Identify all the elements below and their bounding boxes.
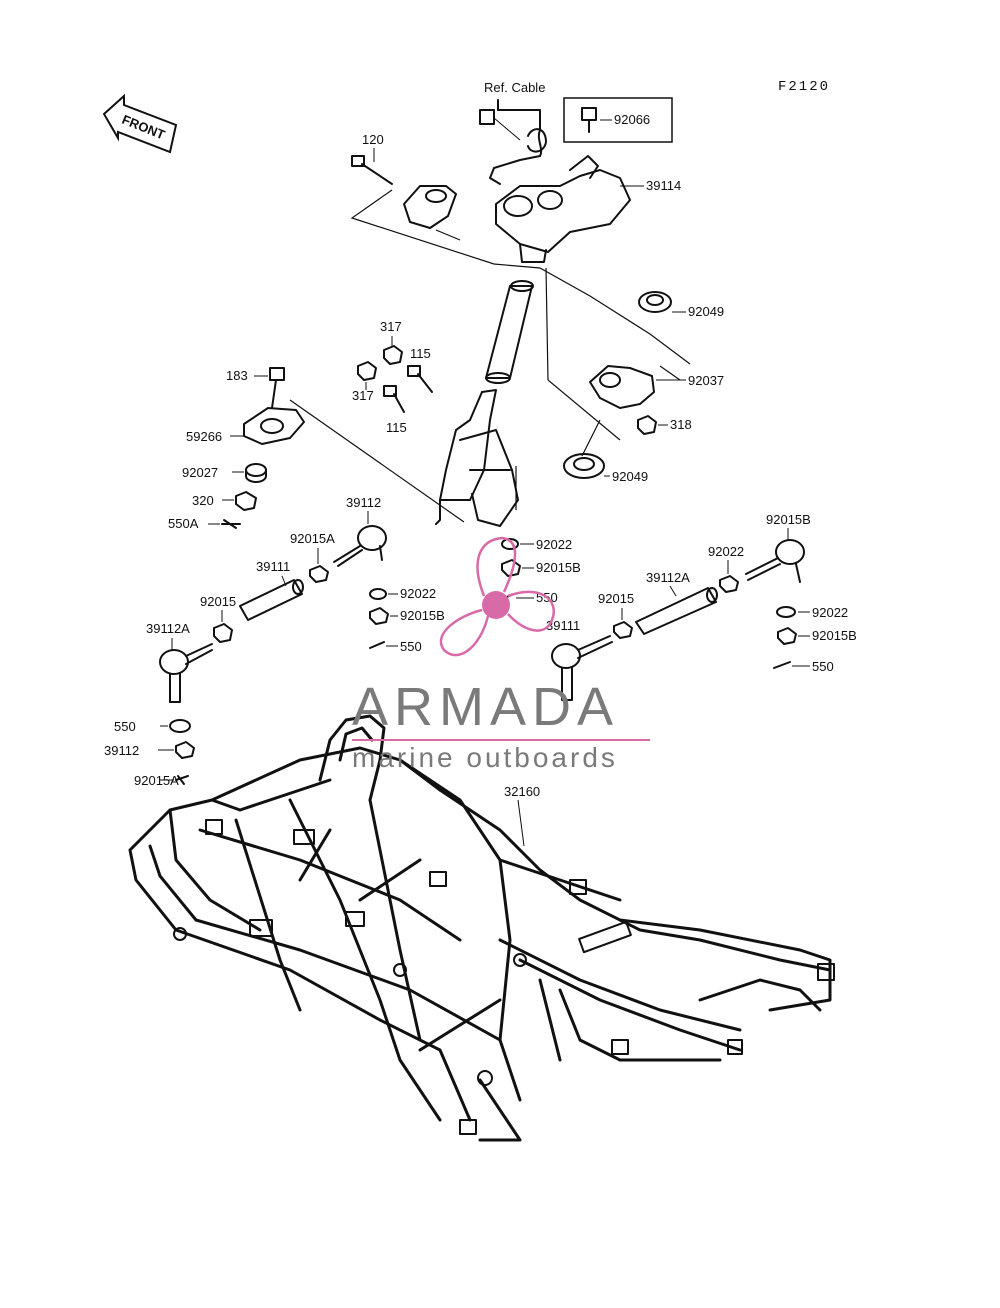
label-92027: 92027 [182,465,218,480]
watermark-subtitle: marine outboards [352,742,618,773]
label-32160: 32160 [504,784,540,799]
tie-rod-end-39112A-left [159,643,213,703]
seal-92049-lower [563,453,605,479]
washer-92027 [245,463,267,483]
nut-92015A-right [613,621,633,639]
tie-rod-end-39112-left [333,525,387,567]
bolt-120 [351,155,393,185]
nut-92015-right [719,575,739,593]
label-92015A-left: 92015A [290,531,335,546]
pin-550-left [175,775,189,785]
label-550-right: 550 [812,659,834,674]
label-92022-right: 92022 [812,605,848,620]
nut-92015B-center [501,559,521,577]
label-39111-right: 39112A [646,570,690,585]
part-92066-box [563,97,673,143]
label-92015-right: 92022 [708,544,744,559]
nut-317-upper [383,345,403,365]
label-92049-upper: 92049 [688,304,724,319]
label-92015-left: 92015 [200,594,236,609]
pin-550-midleft [369,641,385,649]
ref-cable-label: Ref. Cable [484,80,545,95]
nut-92015-left [213,623,233,643]
label-550-left: 92015A [134,773,179,788]
label-92015B-center: 92015B [536,560,581,575]
label-92037: 92037 [688,373,724,388]
label-39114: 39114 [646,178,681,193]
nut-92015B-right [777,627,797,645]
nut-318 [637,415,657,435]
label-39112A-left: 39112A [146,621,190,636]
nut-317-lower [357,361,377,381]
label-317-lower: 317 [352,388,374,403]
bolt-115-lower [383,385,405,413]
clamp-cap-upper [403,185,457,229]
logo-blade-top [476,536,517,597]
label-92049-lower: 92049 [612,469,648,484]
watermark-title: ARMADA [352,677,620,737]
label-39112-left: 39112 [346,495,381,510]
label-120: 120 [362,132,384,147]
label-92015B-left: 39112 [104,743,139,758]
label-92015A-right: 92015 [598,591,634,606]
label-92022-midleft: 92022 [400,586,436,601]
steering-shaft [435,267,549,527]
label-115-upper: 115 [410,346,431,361]
nut-92015B-midleft [369,607,389,625]
armada-logo-icon [439,536,555,657]
label-92015B-right: 92015B [812,628,857,643]
nut-320 [235,491,257,511]
tie-rod-end-39112A-right [745,539,805,583]
bracket-59266 [243,407,305,445]
logo-blade-left [439,608,490,657]
label-550A: 550A [168,516,199,531]
bolt-115-upper [407,365,433,393]
holder-92037 [589,365,655,409]
label-318: 318 [670,417,692,432]
label-320: 320 [192,493,214,508]
label-39112A-right: 92015B [766,512,811,527]
washer-92022-left [169,719,191,733]
nut-92015B-left [175,741,195,759]
label-92022-left: 550 [114,719,136,734]
washer-92022-midleft [369,588,387,600]
tie-rod-end-39112-right [551,635,613,701]
pin-550-right [773,661,791,669]
label-92066: 92066 [614,112,650,127]
pin-550A [221,519,241,529]
bolt-92066 [581,107,597,133]
front-arrow-icon: FRONT [102,93,178,154]
label-317-upper: 317 [380,319,402,334]
label-39112-right: 39111 [546,618,580,633]
nut-92015A-left [309,565,329,583]
frame-32160 [128,714,835,1142]
cable-clamp [479,99,547,185]
handlebar-holder-upper [495,155,631,263]
label-39111-left: 39111 [256,559,290,574]
washer-92022-right [776,606,796,618]
washer-92022-center [501,538,519,550]
label-92015B-midleft: 92015B [400,608,445,623]
label-550-midleft: 550 [400,639,422,654]
bolt-183 [269,367,285,409]
label-92022-center: 92022 [536,537,572,552]
logo-blade-right [507,590,555,632]
tie-rod-39111-left [239,579,304,621]
figure-code: F2120 [778,79,830,95]
tie-rod-39111-right [635,587,718,635]
logo-hub [482,591,510,619]
seal-92049-upper [638,291,672,313]
label-183: 183 [226,368,248,383]
label-115-lower: 115 [386,420,407,435]
label-59266: 59266 [186,429,222,444]
